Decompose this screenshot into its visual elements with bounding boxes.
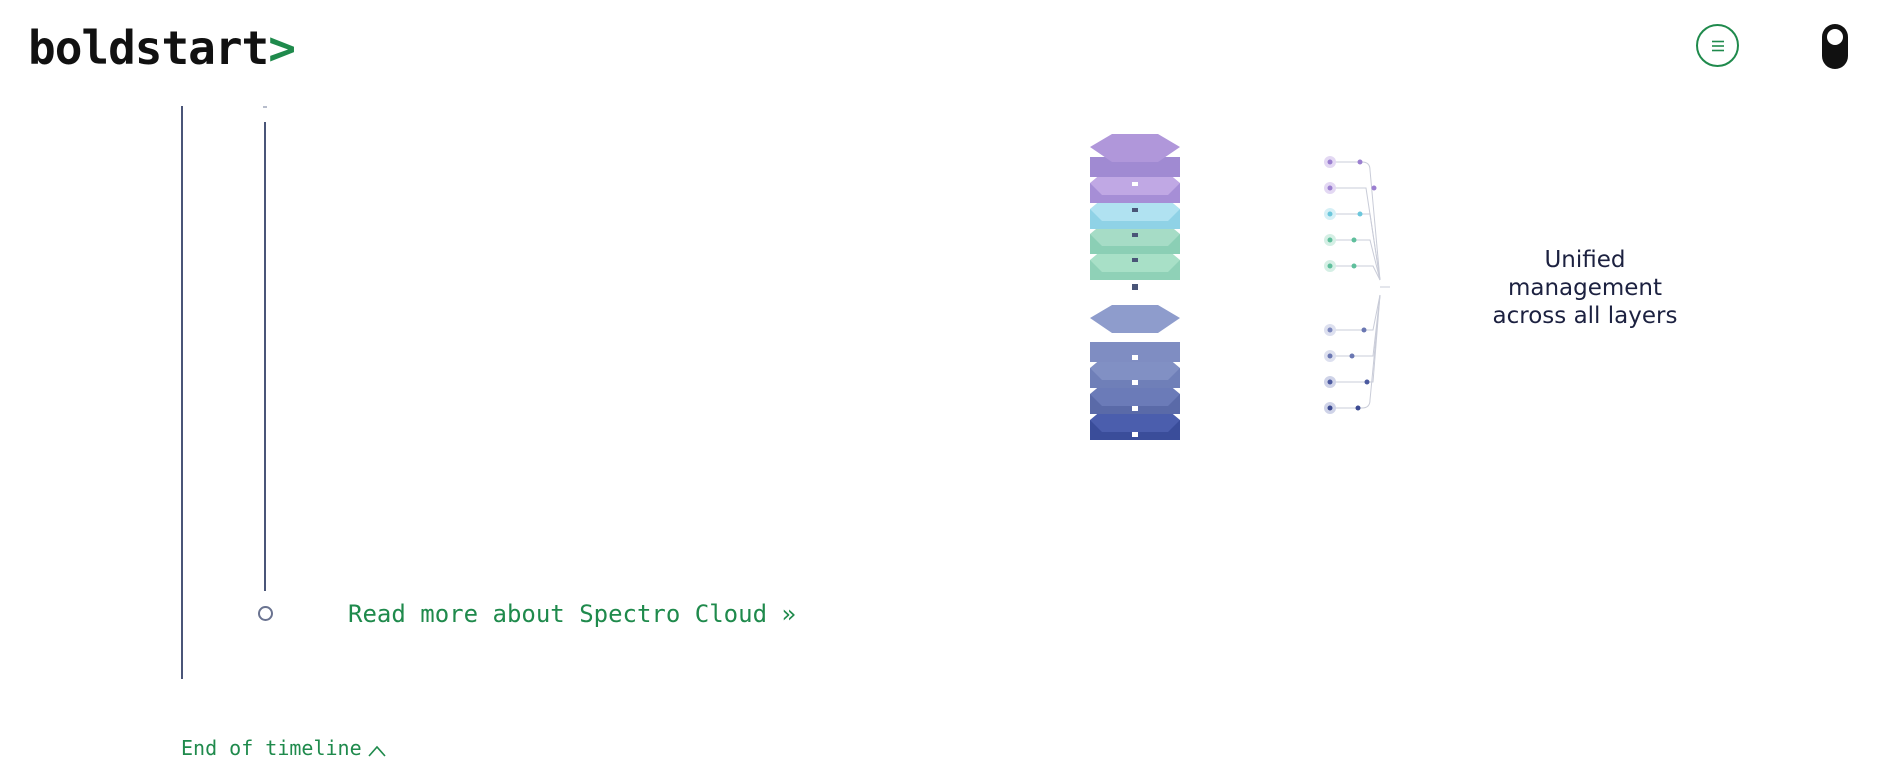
connector-nodes [1324, 156, 1377, 414]
layers-stack-illustration [1090, 134, 1390, 440]
timeline-inner-line [264, 122, 266, 591]
site-header: boldstart> [0, 0, 1877, 100]
chevron-up-icon [368, 745, 386, 757]
end-of-timeline-label: End of timeline [181, 736, 362, 760]
connector-lines [1330, 161, 1390, 409]
theme-toggle-icon [1827, 29, 1843, 45]
timeline-tick [263, 106, 267, 108]
timeline-outer-line [181, 106, 183, 679]
boldstart-logo[interactable]: boldstart> [28, 21, 296, 75]
read-more-link[interactable]: Read more about Spectro Cloud » [348, 600, 796, 628]
unified-management-label: Unified management across all layers [1492, 247, 1678, 329]
hamburger-menu-icon [1711, 40, 1724, 51]
upper-layer-stack [1090, 134, 1180, 290]
lower-layer-stack [1090, 305, 1180, 440]
theme-toggle-button[interactable] [1822, 24, 1848, 69]
timeline-node [258, 606, 273, 621]
hamburger-menu-button[interactable] [1696, 24, 1739, 67]
end-of-timeline-link[interactable]: End of timeline [181, 735, 386, 761]
